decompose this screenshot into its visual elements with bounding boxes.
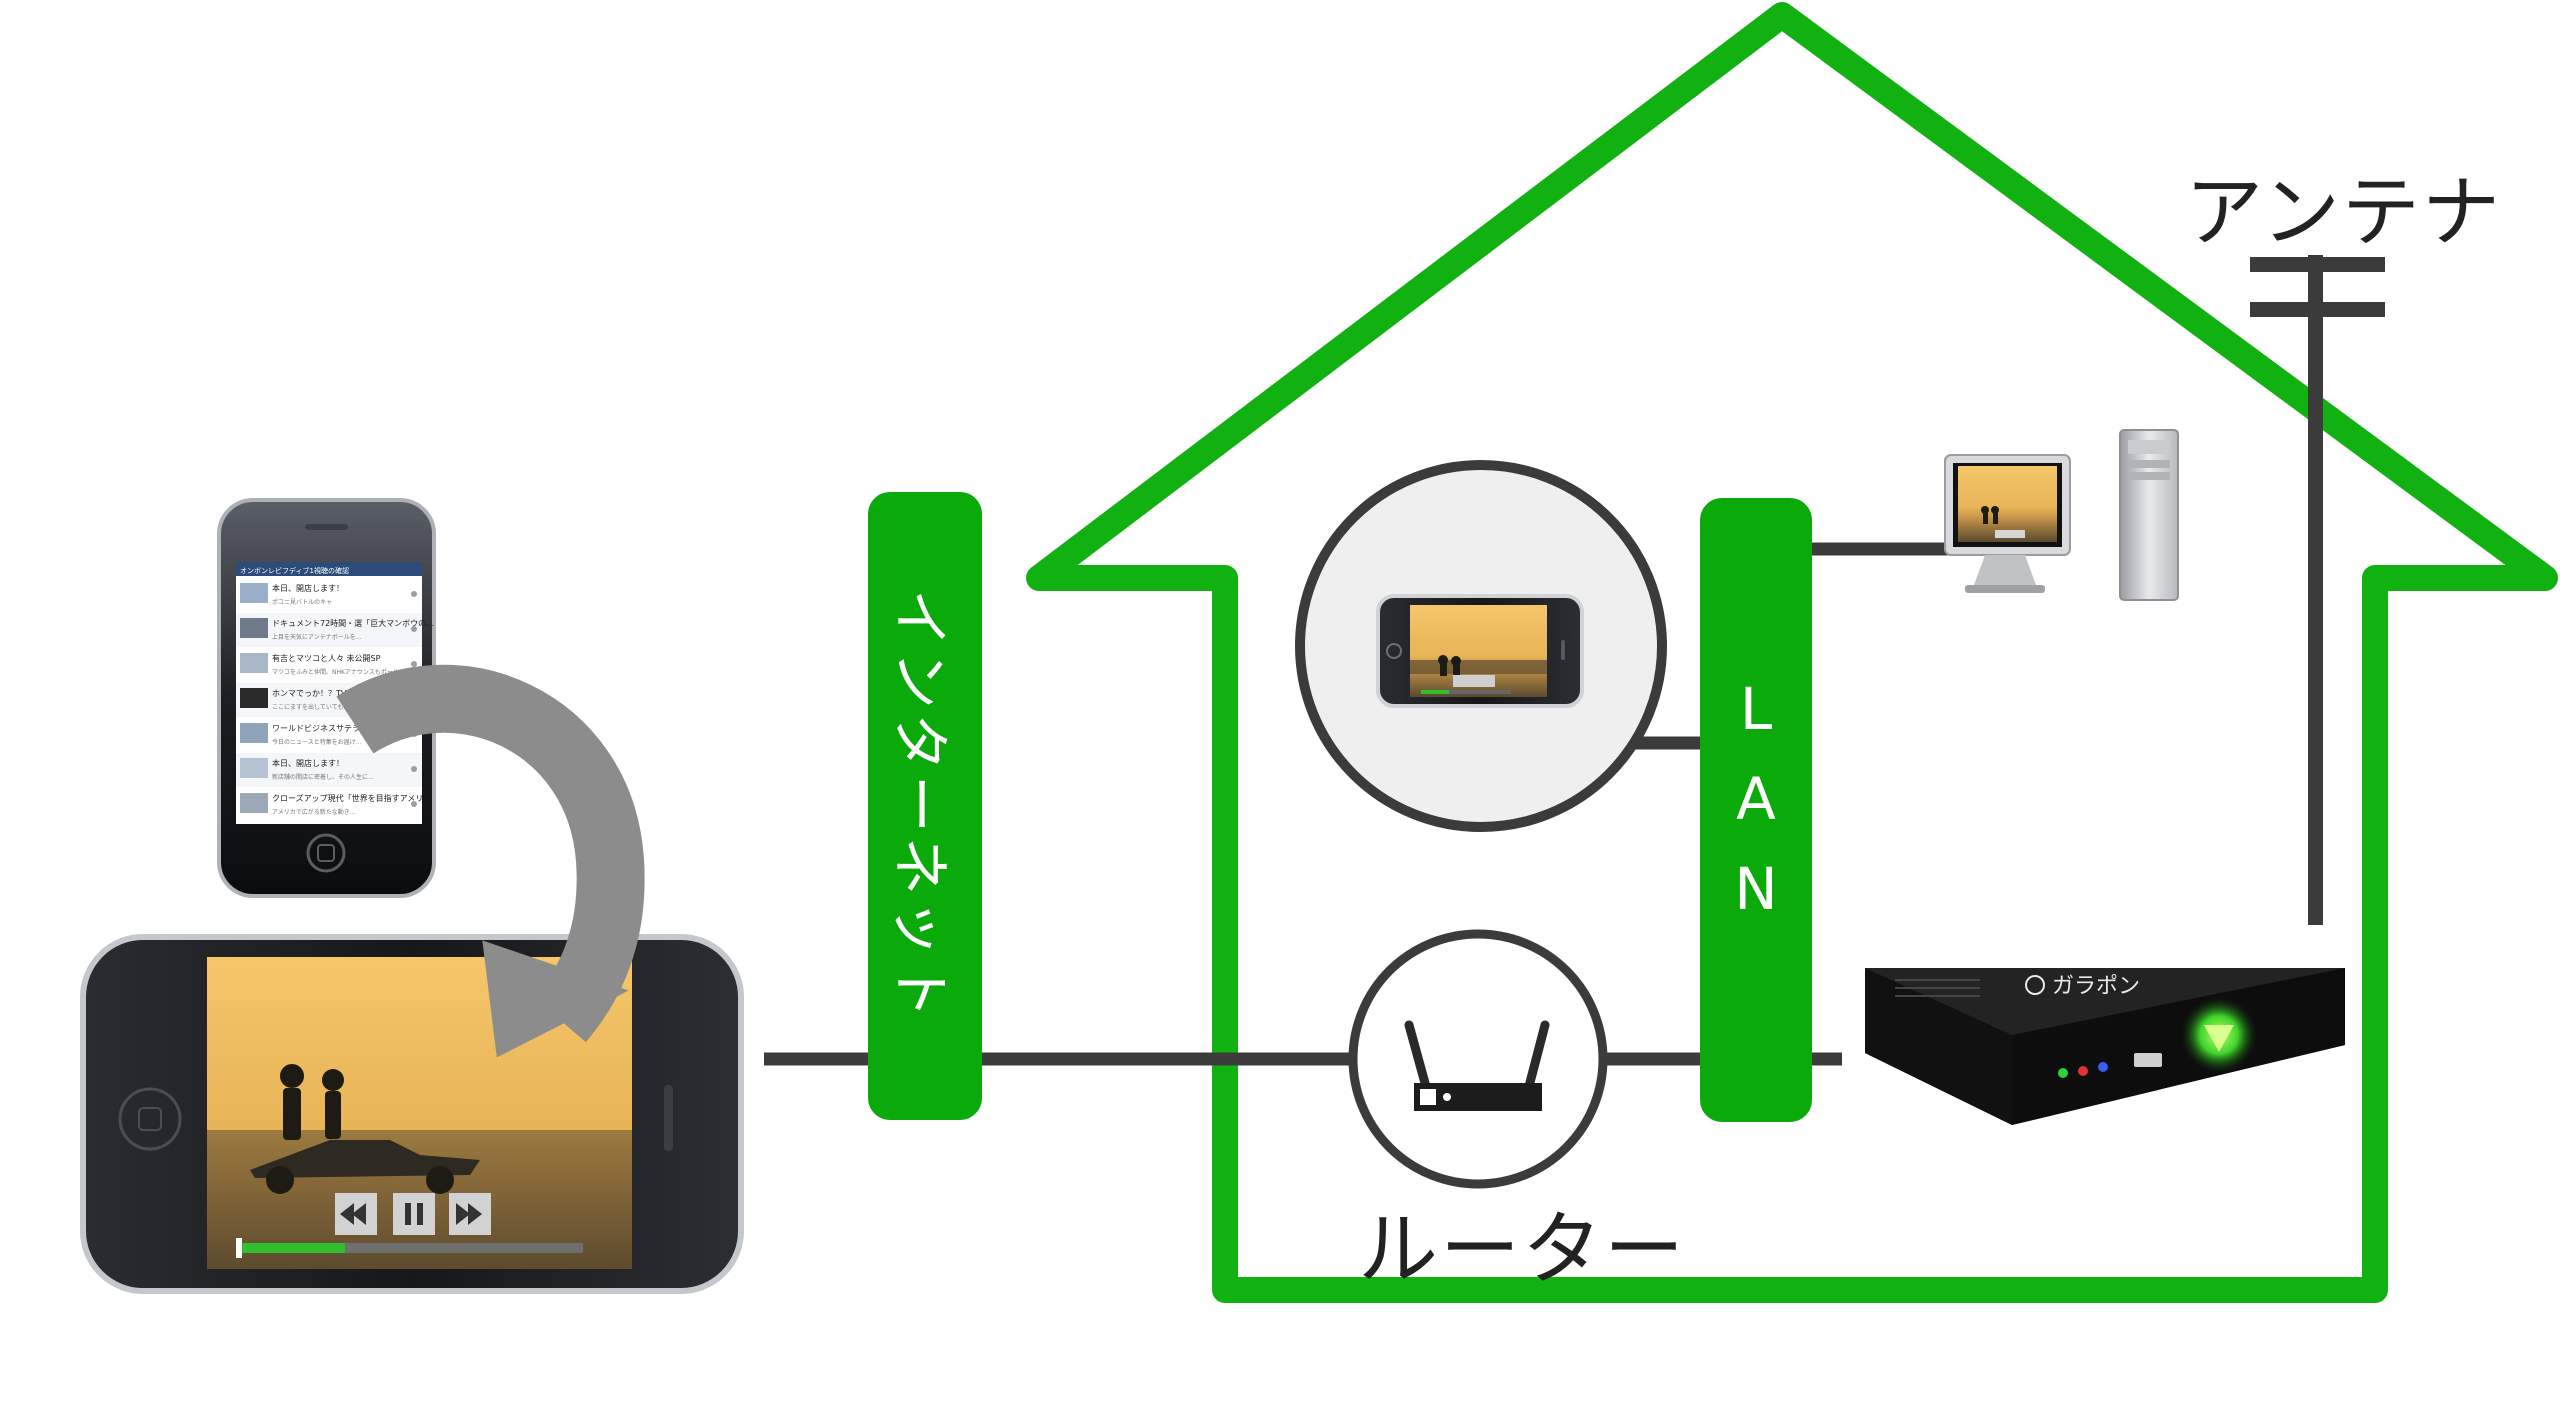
router-icon	[1348, 929, 1608, 1189]
internet-label: インターネット	[886, 588, 954, 1023]
phone-list-item-title: 本日、開店します！	[272, 758, 344, 768]
phone-list-item-sub: 上目を天気にアンテナボールを…	[272, 633, 362, 641]
video-controls	[335, 1193, 491, 1235]
phone-list-item-title: クローズアップ現代「世界を目指すアメリ…	[272, 793, 431, 803]
phone-list-item-title: ワールドビジネスサテライト	[272, 724, 376, 733]
router-label: ルーター	[1358, 1203, 1686, 1296]
lan-pill	[1700, 498, 1812, 1122]
phone-list-item: クローズアップ現代「世界を目指すアメリ… アメリカで広がる新たな動き…	[236, 788, 431, 822]
lan-label: LAN	[1722, 675, 1790, 945]
antenna-icon	[2250, 255, 2385, 925]
phone-program-list: 本日、開店します！ ポコニ見バトルのキャドキュメント72時間・選「巨大マンボウの……	[236, 578, 434, 822]
phone-list-item: 本日、開店します！ ポコニ見バトルのキャ	[236, 578, 422, 612]
house-outline	[1026, 2, 2558, 1303]
phone-list-item-sub: 今日のニュースと特集をお届け…	[272, 738, 362, 746]
box-brand-logo: ガラポン	[2052, 974, 2140, 999]
phone-list-item-sub: ポコニ見バトルのキャ	[272, 598, 332, 606]
phone-list-item-sub: マツコをふみと仲間、NHKアナウンスもポール…	[272, 668, 405, 676]
inhouse-phone-circle	[1295, 460, 1667, 832]
phone-list-item-sub: アメリカで広がる新たな動き…	[272, 808, 356, 816]
phone-list-item-title: ドキュメント72時間・選「巨大マンボウの…	[272, 618, 434, 628]
rotate-arrow-icon	[336, 664, 645, 1058]
desktop-computer-icon	[1944, 429, 2179, 601]
smartphone-landscape-icon	[80, 934, 744, 1294]
recorder-box-icon: ガラポン	[1865, 968, 2345, 1125]
phone-list-item: ドキュメント72時間・選「巨大マンボウの… 上目を天気にアンテナボールを…	[236, 613, 434, 647]
phone-list-item-title: 本日、開店します！	[272, 583, 344, 593]
phone-list-header: オンボンレビフディブ1視聴の確認	[240, 566, 349, 575]
internet-pill	[868, 492, 982, 1120]
phone-list-item: 本日、開店します！ 新店舗の開店に密着し、その人生に…	[236, 753, 422, 787]
phone-list-item-sub: 新店舗の開店に密着し、その人生に…	[272, 773, 374, 781]
phone-list-item-title: ホンマでっか！？TV	[272, 689, 347, 698]
phone-list-item-title: 有吉とマツコと人々 未公開SP	[272, 653, 381, 663]
phone-list-item-sub: ここにますを出していても…	[272, 703, 349, 711]
antenna-label: アンテナ	[2185, 168, 2502, 258]
